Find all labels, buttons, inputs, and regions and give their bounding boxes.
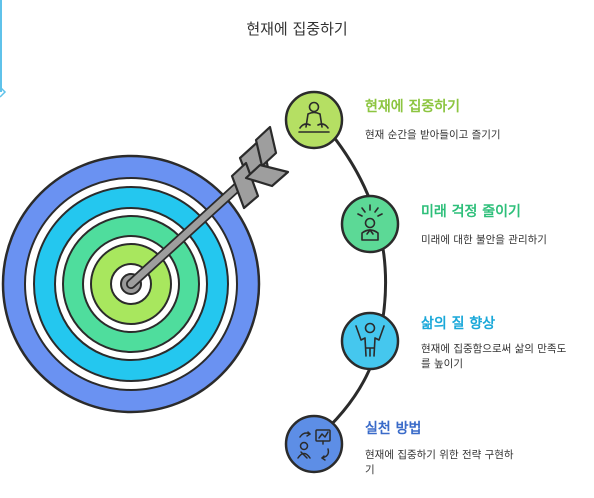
node-quality-of-life bbox=[340, 311, 400, 371]
item-desc-present-focus: 현재 순간을 받아들이고 즐기기 bbox=[365, 129, 501, 141]
item-desc-practice-methods: 현재에 집중하기 위한 전략 구현하 기 bbox=[365, 449, 514, 476]
item-desc-quality-of-life: 현재에 집중함으로써 삶의 만족도 를 높이기 bbox=[421, 343, 567, 370]
strategy-presentation-icon bbox=[297, 429, 331, 461]
worried-person-icon bbox=[357, 204, 383, 241]
page-title: 현재에 집중하기 bbox=[246, 20, 348, 38]
item-desc-reduce-worry: 미래에 대한 불안을 관리하기 bbox=[421, 234, 547, 246]
cheering-person-icon bbox=[355, 322, 385, 357]
item-title-practice-methods: 실천 방법 bbox=[365, 421, 422, 437]
edge-accent-line bbox=[0, 0, 2, 92]
connector-arc bbox=[313, 116, 387, 442]
arrow-icon bbox=[126, 125, 290, 289]
node-reduce-worry bbox=[340, 194, 400, 254]
meditation-icon bbox=[298, 101, 330, 133]
node-present-focus bbox=[284, 90, 344, 150]
node-practice-methods bbox=[284, 414, 344, 474]
item-title-reduce-worry: 미래 걱정 줄이기 bbox=[421, 204, 521, 220]
item-title-quality-of-life: 삶의 질 향상 bbox=[421, 316, 496, 332]
edge-chevron-icon bbox=[0, 86, 7, 98]
item-title-present-focus: 현재에 집중하기 bbox=[365, 99, 461, 115]
